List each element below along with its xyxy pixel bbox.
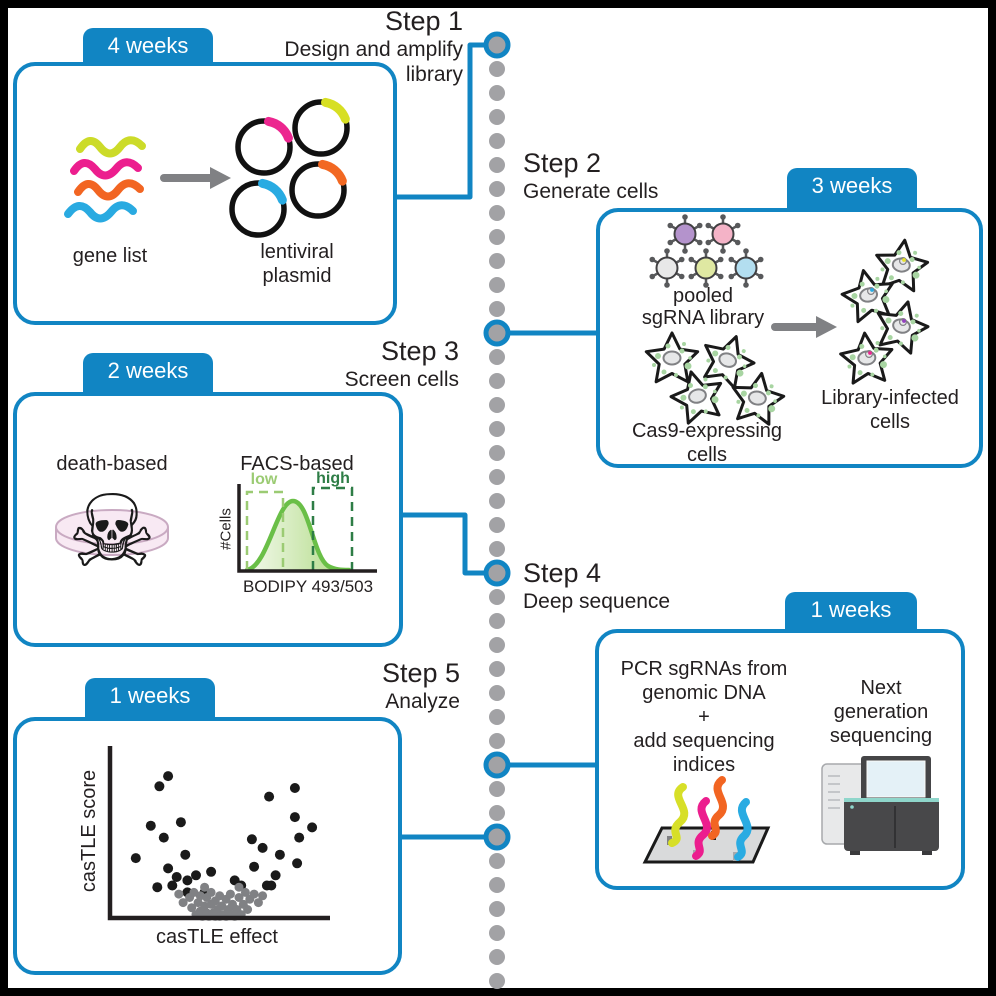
panel-step3 (13, 392, 403, 647)
timeline-dot (489, 229, 505, 245)
timeline-dot (489, 613, 505, 629)
timeline-dot (489, 709, 505, 725)
step2-header: Step 2 Generate cells (523, 148, 658, 204)
duration-tab-step1: 4 weeks (83, 28, 213, 66)
timeline-dots (483, 31, 511, 989)
timeline-dot (489, 661, 505, 677)
timeline-dot (489, 781, 505, 797)
timeline-dot (489, 589, 505, 605)
step-title: Step 5 (381, 658, 460, 688)
timeline-dot (489, 253, 505, 269)
connector-step3 (403, 512, 484, 576)
timeline-dot (489, 277, 505, 293)
step-subtitle: Generate cells (523, 180, 659, 203)
duration-label: 1 weeks (109, 683, 191, 708)
timeline-dot (489, 301, 505, 317)
timeline-dot (489, 61, 505, 77)
timeline-dot (489, 181, 505, 197)
timeline-dot (489, 877, 505, 893)
timeline-dot (489, 109, 505, 125)
timeline-dot (489, 853, 505, 869)
timeline-dot (489, 541, 505, 557)
timeline-dot (489, 925, 505, 941)
timeline-dot (489, 805, 505, 821)
step-title: Step 2 (523, 148, 602, 178)
timeline-dot (489, 133, 505, 149)
duration-tab-step2: 3 weeks (787, 168, 917, 212)
panel-step2 (596, 208, 983, 468)
connector-step1 (397, 42, 484, 200)
timeline-dot (489, 973, 505, 989)
timeline-dot (489, 373, 505, 389)
duration-label: 2 weeks (107, 358, 189, 383)
panel-step4 (595, 629, 965, 890)
duration-label: 3 weeks (811, 173, 893, 198)
step-subtitle: Analyze (385, 690, 460, 713)
duration-tab-step5: 1 weeks (85, 678, 215, 721)
timeline-dot (489, 493, 505, 509)
timeline-dot (489, 733, 505, 749)
duration-tab-step3: 2 weeks (83, 353, 213, 396)
step3-header: Step 3 Screen cells (345, 336, 459, 392)
timeline-dot (489, 517, 505, 533)
timeline-dot (489, 685, 505, 701)
step4-header: Step 4 Deep sequence (523, 558, 670, 614)
timeline-dot (489, 349, 505, 365)
duration-tab-step4: 1 weeks (785, 592, 917, 633)
step-title: Step 3 (380, 336, 459, 366)
timeline-dot (489, 469, 505, 485)
step-title: Step 1 (384, 6, 463, 36)
timeline-connection-node (483, 31, 511, 59)
duration-label: 4 weeks (107, 33, 189, 58)
timeline-dot (489, 205, 505, 221)
timeline-connectors (397, 42, 598, 840)
timeline-connection-node (483, 559, 511, 587)
timeline-dot (489, 637, 505, 653)
step-subtitle: Deep sequence (523, 590, 671, 613)
timeline-dot (489, 901, 505, 917)
timeline-connection-node (483, 751, 511, 779)
step-title: Step 4 (523, 558, 602, 588)
timeline-connection-node (483, 319, 511, 347)
step5-header: Step 5 Analyze (382, 658, 460, 714)
timeline-dot (489, 445, 505, 461)
timeline-dot (489, 157, 505, 173)
timeline-connection-node (483, 823, 511, 851)
step-subtitle: Screen cells (344, 368, 459, 391)
timeline-dot (489, 397, 505, 413)
timeline-dot (489, 949, 505, 965)
duration-label: 1 weeks (810, 597, 892, 622)
timeline-dot (489, 421, 505, 437)
panel-step1 (13, 62, 397, 325)
timeline-dot (489, 85, 505, 101)
panel-step5 (13, 717, 402, 975)
